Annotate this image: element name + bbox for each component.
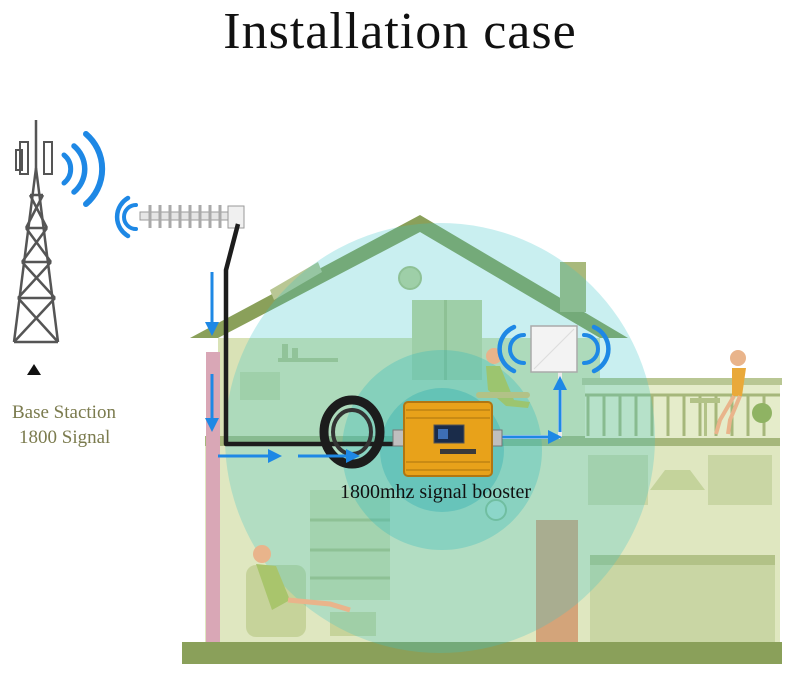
arrow-up-icon	[553, 376, 567, 390]
shelf-book	[282, 344, 288, 358]
indoor-panel-antenna	[497, 324, 611, 374]
arrow-down-icon	[205, 322, 219, 336]
wall-clock	[485, 499, 507, 521]
antenna-signal-waves-icon	[114, 195, 138, 239]
attic-window-bar	[444, 300, 447, 380]
kitchen-counter-top	[590, 555, 775, 565]
person-balcony	[714, 350, 746, 435]
signal-booster-unit	[392, 401, 503, 477]
shelf-book	[292, 348, 298, 358]
house	[182, 215, 782, 664]
balcony-table-leg	[704, 403, 707, 436]
kitchen-counter	[590, 565, 775, 642]
base-station-marker-icon	[27, 364, 41, 375]
footstool	[330, 612, 376, 636]
house-roof	[190, 215, 628, 338]
booster-label: 1800mhz signal booster	[340, 481, 532, 503]
potted-plant	[752, 403, 772, 423]
arrow-down-icon	[205, 418, 219, 432]
base-station-tower	[12, 120, 60, 344]
kitchen-cabinet-right	[708, 455, 772, 505]
base-station-label-line1: Base Staction	[12, 402, 116, 423]
balcony-top	[582, 378, 782, 385]
ground	[182, 642, 782, 664]
booster-indicator	[440, 449, 476, 454]
balcony-table	[690, 398, 720, 403]
chimney	[560, 262, 586, 312]
bookshelf	[310, 490, 390, 600]
kitchen-cabinet-left	[588, 455, 648, 505]
wall-shelf	[278, 358, 338, 362]
balcony-railing	[585, 393, 780, 436]
arrow-right-icon	[548, 430, 562, 444]
arrow-right-icon	[268, 449, 282, 463]
page-title: Installation case	[223, 3, 577, 60]
coax-cable	[223, 223, 402, 447]
outdoor-yagi-antenna	[114, 195, 245, 239]
person-armchair	[253, 545, 351, 613]
door	[536, 520, 578, 642]
arrow-right-icon	[346, 449, 360, 463]
wall-frame	[240, 372, 280, 400]
skylight	[270, 262, 322, 300]
signal-flow-arrows	[205, 272, 567, 463]
person-reading-upstairs	[476, 348, 530, 408]
base-station-label-line2: 1800 Signal	[19, 427, 111, 448]
attic-vent	[398, 266, 422, 290]
tower-signal-waves-icon	[61, 131, 106, 207]
base-station-label: Base Staction 1800 Signal	[12, 400, 116, 450]
range-hood	[650, 470, 705, 490]
panel-antenna-signal-waves-icon	[497, 324, 611, 374]
